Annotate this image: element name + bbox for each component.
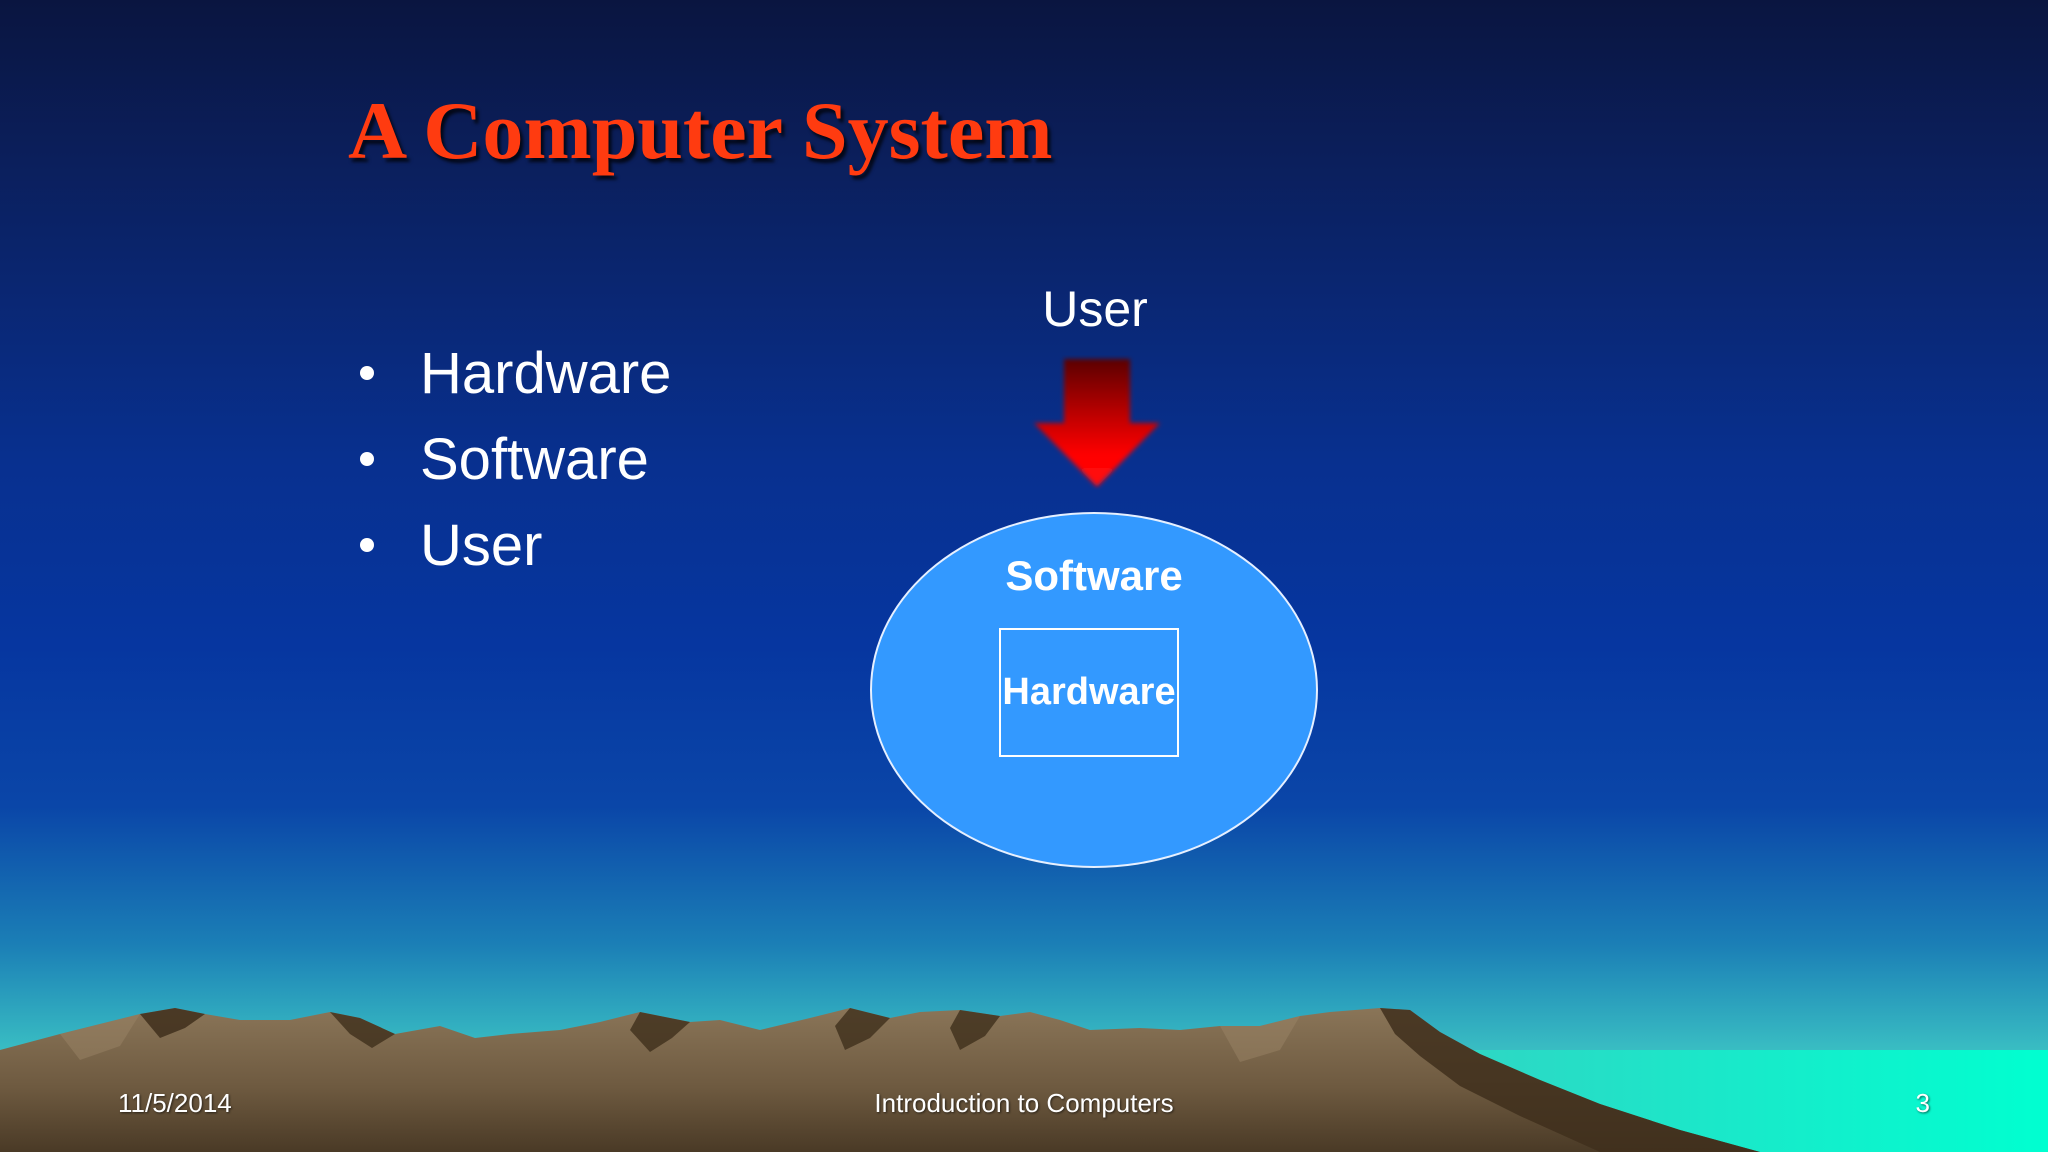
diagram-user-label: User (1042, 281, 1148, 337)
mountain-landscape (0, 1008, 2048, 1152)
bullet-item: Hardware (360, 330, 671, 416)
bullet-item: Software (360, 416, 671, 502)
bullet-item: User (360, 502, 671, 588)
software-label: Software (1005, 552, 1183, 599)
bullet-text: Hardware (420, 340, 672, 406)
down-arrow-icon (1034, 359, 1160, 487)
footer-title: Introduction to Computers (874, 1088, 1174, 1118)
footer-date: 11/5/2014 (118, 1088, 232, 1118)
slide-number: 3 (1915, 1088, 1930, 1118)
bullet-list: Hardware Software User (360, 330, 671, 588)
software-ellipse: Software Hardware (870, 512, 1318, 868)
bullet-dot-icon (360, 538, 374, 552)
hardware-box: Hardware (999, 628, 1179, 757)
bullet-dot-icon (360, 452, 374, 466)
hardware-label: Hardware (1002, 671, 1176, 713)
slide-title: A Computer System (348, 85, 1053, 176)
bullet-text: Software (420, 426, 649, 492)
bullet-dot-icon (360, 366, 374, 380)
bullet-text: User (420, 512, 543, 578)
